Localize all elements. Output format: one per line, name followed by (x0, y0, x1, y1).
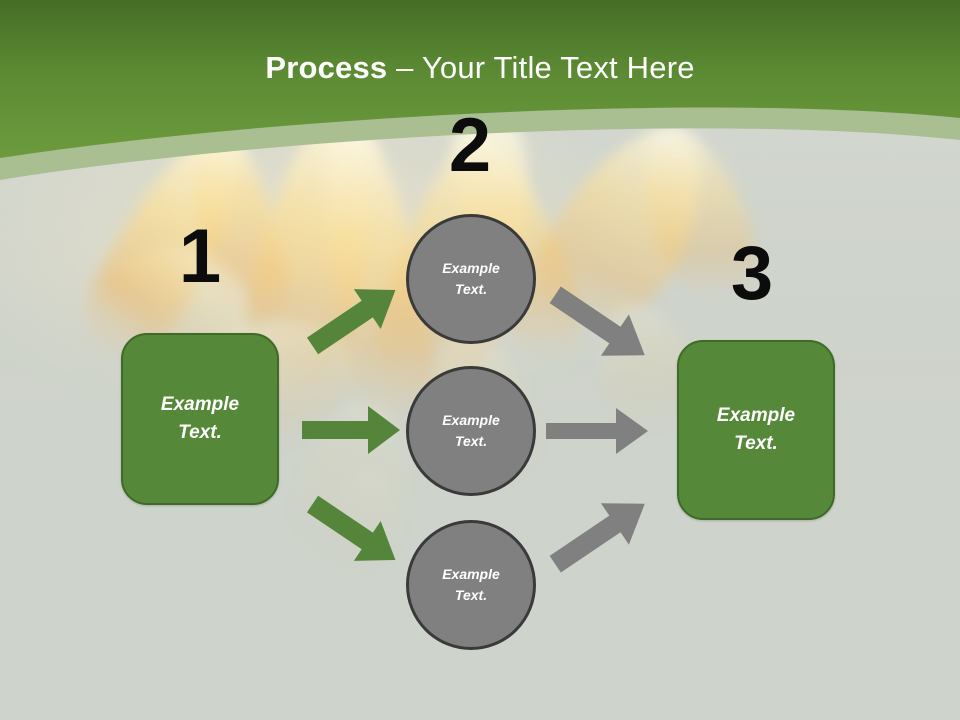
step-number-3: 3 (730, 231, 774, 316)
green-arrow-down-icon (296, 490, 412, 574)
slide-header: Process – Your Title Text Here (0, 0, 960, 210)
header-curve-shape (0, 0, 960, 180)
gray-arrow-down-icon (538, 280, 662, 370)
process-circle-top-label: Example Text. (442, 260, 500, 297)
process-end-box-label: Example Text. (716, 405, 796, 454)
page-title-rest: – Your Title Text Here (387, 50, 695, 85)
process-circle-bottom[interactable]: Example Text. (406, 520, 536, 650)
process-circle-bottom-label: Example Text. (442, 566, 500, 603)
process-start-box[interactable]: Example Text. (121, 333, 279, 505)
gray-arrow-middle-icon (546, 403, 650, 459)
step-number-1: 1 (178, 214, 222, 299)
process-circle-top[interactable]: Example Text. (406, 214, 536, 344)
process-end-box[interactable]: Example Text. (677, 340, 835, 520)
page-title: Process – Your Title Text Here (0, 52, 960, 83)
step-number-2: 2 (448, 103, 492, 188)
green-arrow-middle-icon (302, 402, 402, 458)
process-circle-middle[interactable]: Example Text. (406, 366, 536, 496)
process-start-box-label: Example Text. (160, 394, 240, 443)
gray-arrow-up-icon (538, 489, 662, 579)
page-title-strong: Process (265, 50, 388, 85)
green-arrow-up-icon (296, 276, 412, 360)
process-circle-middle-label: Example Text. (442, 412, 500, 449)
